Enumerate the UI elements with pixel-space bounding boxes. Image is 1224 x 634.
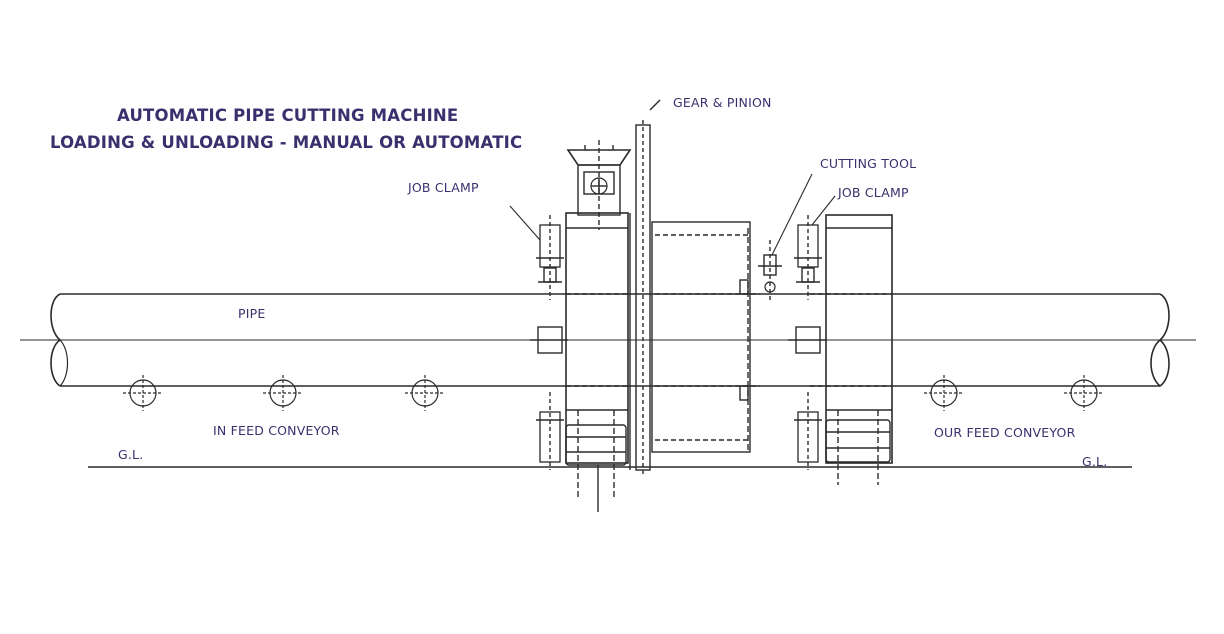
diagram-title-line2: LOADING & UNLOADING - MANUAL OR AUTOMATI… — [50, 133, 523, 152]
right-job-clamp — [788, 195, 836, 470]
roller — [123, 375, 163, 411]
left-housing — [565, 212, 629, 512]
roller — [924, 375, 964, 411]
cutting-tool — [758, 173, 813, 300]
pipe-label: PIPE — [238, 306, 266, 321]
pipe — [20, 293, 1196, 387]
roller — [1064, 375, 1104, 411]
ground-level-right-label: G.L. — [1082, 454, 1108, 469]
job-clamp-right-label: JOB CLAMP — [838, 185, 909, 200]
diagram-title-line1: AUTOMATIC PIPE CUTTING MACHINE — [117, 106, 459, 125]
cutter-drum — [651, 221, 760, 453]
gearbox — [566, 140, 632, 230]
left-job-clamp — [509, 205, 568, 470]
in-feed-conveyor-label: IN FEED CONVEYOR — [213, 423, 340, 438]
right-housing — [810, 214, 893, 485]
roller — [405, 375, 445, 411]
gear-pinion-shaft — [629, 99, 661, 475]
ground-level-left-label: G.L. — [118, 447, 144, 462]
job-clamp-left-label: JOB CLAMP — [408, 180, 479, 195]
out-feed-conveyor-label: OUR FEED CONVEYOR — [934, 425, 1076, 440]
roller — [263, 375, 303, 411]
cutting-tool-label: CUTTING TOOL — [820, 156, 917, 171]
conveyor-rollers — [123, 375, 1104, 411]
gear-pinion-label: GEAR & PINION — [673, 95, 772, 110]
